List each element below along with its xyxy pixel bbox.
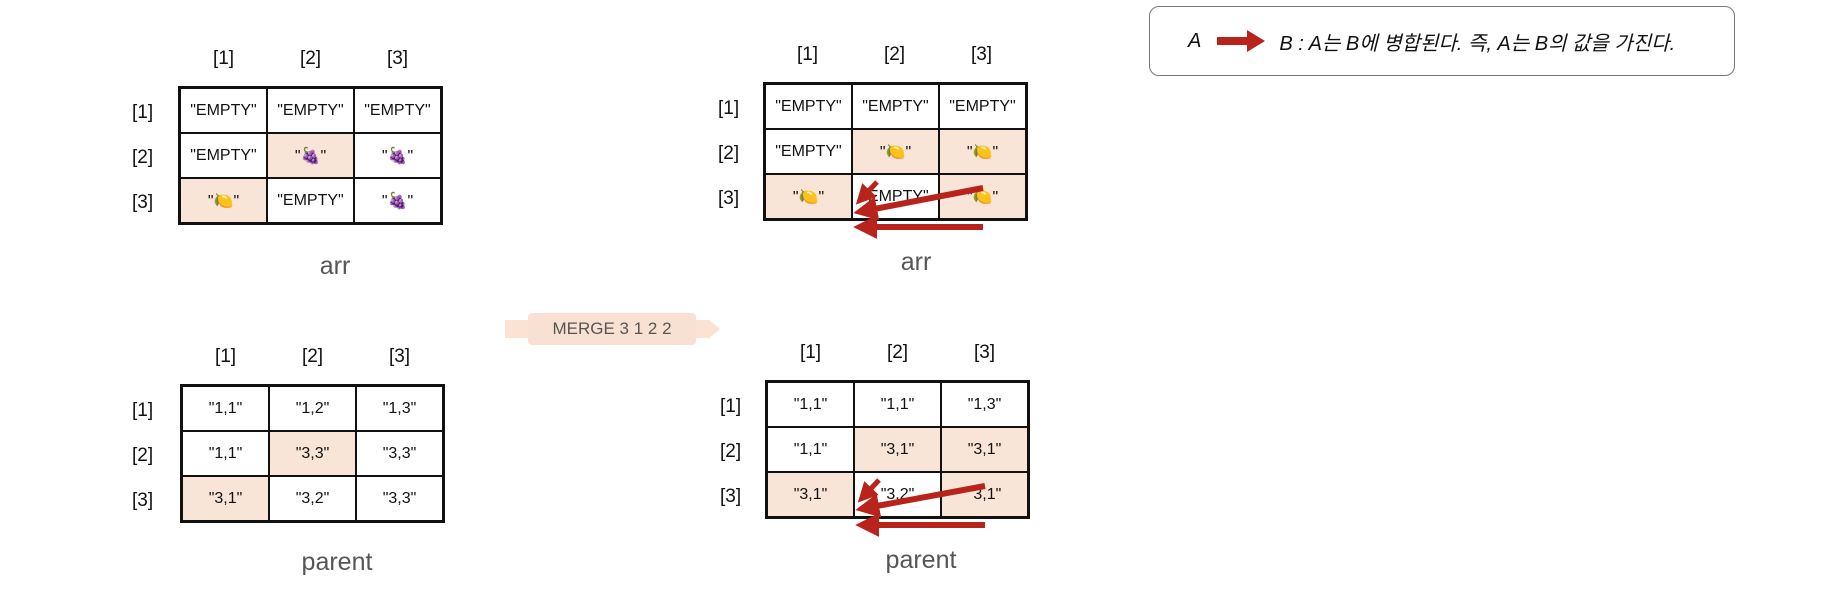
merge-arrow-head-icon [708,319,720,339]
col-label: [2] [883,44,906,65]
grid-cell: "EMPTY" [180,133,267,178]
col-label: [1] [799,342,822,363]
grid-cell: "EMPTY" [180,88,267,133]
parent-before-col-labels: [1] [2] [3] [182,346,443,368]
grid-cell: "1,1" [182,431,269,476]
row-label: [2] [720,440,742,462]
grid-cell: "🍇" [354,178,441,223]
grid-cell-highlighted: "3,1" [854,427,941,472]
grid-cell: "EMPTY" [267,88,354,133]
col-label: [3] [973,342,996,363]
parent-before-row-labels: [1] [2] [3] [132,388,153,523]
grid-cell: "🍇" [354,133,441,178]
grid-cell: "EMPTY" [765,84,852,129]
arr-before-grid: "EMPTY" "EMPTY" "EMPTY" "EMPTY" "🍇" "🍇" … [178,86,443,225]
col-label: [1] [796,44,819,65]
col-label: [1] [212,48,235,69]
grid-cell: "EMPTY" [852,174,939,219]
arr-after-col-labels: [1] [2] [3] [764,44,1025,66]
col-label: [3] [970,44,993,65]
grid-cell: "EMPTY" [939,84,1026,129]
parent-after-grid: "1,1" "1,1" "1,3" "1,1" "3,1" "3,1" "3,1… [765,380,1030,519]
grid-cell: "EMPTY" [765,129,852,174]
col-label: [2] [886,342,909,363]
grid-cell-highlighted: "3,1" [182,476,269,521]
row-label: [3] [132,489,154,511]
parent-before-grid: "1,1" "1,2" "1,3" "1,1" "3,3" "3,3" "3,1… [180,384,445,523]
grid-cell: "EMPTY" [354,88,441,133]
parent-after-col-labels: [1] [2] [3] [767,342,1028,364]
grid-cell: "1,3" [941,382,1028,427]
col-label: [2] [301,346,324,367]
row-label: [3] [720,485,742,507]
arr-before-row-labels: [1] [2] [3] [132,90,153,225]
col-label: [3] [388,346,411,367]
grid-cell-highlighted: "🍋" [939,174,1026,219]
col-label: [3] [386,48,409,69]
grid-cell: "3,2" [854,472,941,517]
grid-cell: "3,3" [356,431,443,476]
grid-cell-highlighted: "🍋" [765,174,852,219]
grid-cell: "1,3" [356,386,443,431]
grid-cell: "3,3" [356,476,443,521]
parent-after-caption: parent [885,546,957,574]
grid-cell: "1,2" [269,386,356,431]
parent-after-row-labels: [1] [2] [3] [720,384,741,519]
grid-cell-highlighted: "3,1" [941,427,1028,472]
row-label: [1] [132,101,154,123]
col-label: [1] [214,346,237,367]
row-label: [1] [718,97,740,119]
legend-a: A [1188,29,1202,52]
grid-cell: "3,2" [269,476,356,521]
legend-text: B : A는 B에 병합된다. 즉, A는 B의 값을 가진다. [1279,32,1676,55]
arr-after-caption: arr [900,248,932,276]
arr-before-caption: arr [319,252,351,280]
grid-cell-highlighted: "🍋" [180,178,267,223]
arr-after-row-labels: [1] [2] [3] [718,86,739,221]
grid-cell: "EMPTY" [852,84,939,129]
arr-before-col-labels: [1] [2] [3] [180,48,441,70]
col-label: [2] [299,48,322,69]
grid-cell: "1,1" [182,386,269,431]
row-label: [2] [718,142,740,164]
merge-operation-label: MERGE 3 1 2 2 [528,313,696,345]
row-label: [3] [132,191,154,213]
row-label: [1] [720,395,742,417]
grid-cell-highlighted: "3,1" [941,472,1028,517]
grid-cell-highlighted: "3,1" [767,472,854,517]
row-label: [3] [718,187,740,209]
grid-cell: "1,1" [767,427,854,472]
legend-box: A B : A는 B에 병합된다. 즉, A는 B의 값을 가진다. [1149,6,1735,76]
arr-after-grid: "EMPTY" "EMPTY" "EMPTY" "EMPTY" "🍋" "🍋" … [763,82,1028,221]
parent-before-caption: parent [301,548,373,576]
grid-cell: "1,1" [767,382,854,427]
grid-cell: "1,1" [854,382,941,427]
grid-cell-highlighted: "3,3" [269,431,356,476]
grid-cell-highlighted: "🍋" [852,129,939,174]
grid-cell-highlighted: "🍇" [267,133,354,178]
grid-cell: "EMPTY" [267,178,354,223]
row-label: [2] [132,146,154,168]
grid-cell-highlighted: "🍋" [939,129,1026,174]
row-label: [1] [132,399,154,421]
row-label: [2] [132,444,154,466]
merge-arrow-icon [1217,30,1266,52]
